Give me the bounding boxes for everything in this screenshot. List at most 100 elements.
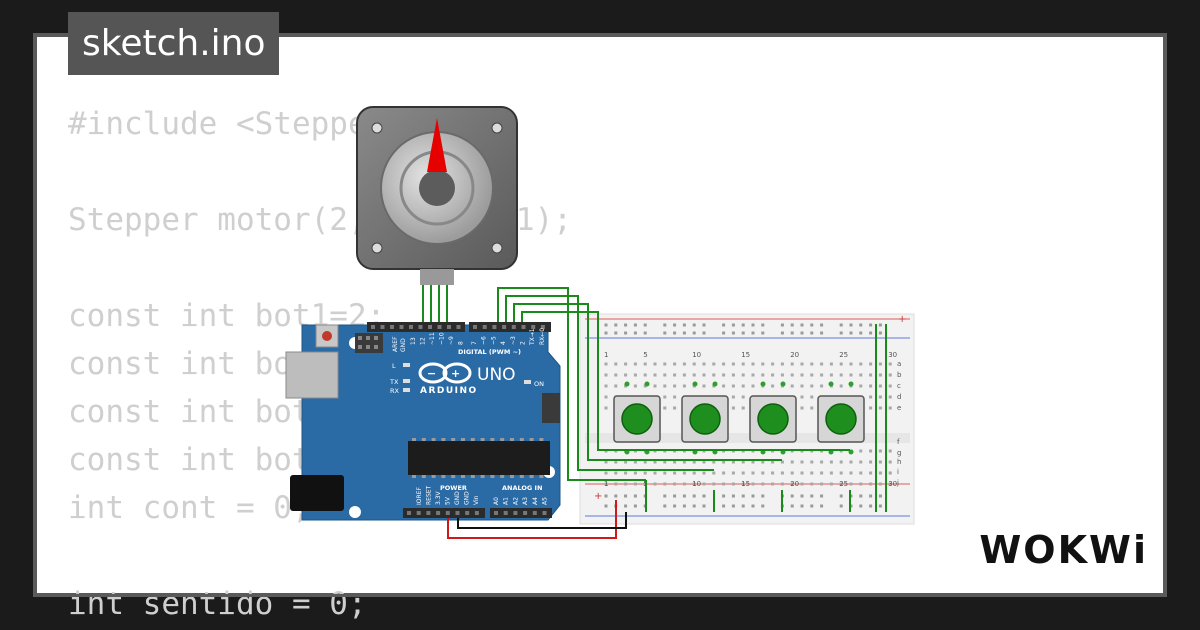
- rail-hole: [731, 331, 735, 335]
- header-pin: [416, 511, 421, 515]
- header-pin: [399, 325, 404, 329]
- chip-legs: [412, 438, 544, 478]
- motor-connector: [420, 269, 454, 285]
- chip-leg: [519, 438, 524, 441]
- header-pin: [540, 325, 545, 329]
- header-pin: [531, 325, 536, 329]
- svg-text:+: +: [451, 367, 460, 380]
- breadboard-hole: [790, 471, 794, 475]
- breadboard-hole: [702, 482, 706, 486]
- breadboard-hole: [624, 362, 628, 366]
- rail-hole: [624, 323, 628, 327]
- breadboard-hole: [731, 460, 735, 464]
- breadboard-hole: [869, 384, 873, 388]
- breadboard-hole: [624, 482, 628, 486]
- breadboard-hole: [604, 460, 608, 464]
- rail-hole: [839, 494, 843, 498]
- breadboard-hole: [878, 384, 882, 388]
- motor-screw: [491, 122, 503, 134]
- rail-hole: [820, 323, 824, 327]
- rail-hole: [751, 331, 755, 335]
- header-pin: [482, 325, 487, 329]
- rail-hole: [692, 494, 696, 498]
- rail-hole: [859, 504, 863, 508]
- breadboard-hole: [771, 384, 775, 388]
- header-pin: [447, 325, 451, 329]
- header-pin: [492, 325, 497, 329]
- rail-hole: [633, 323, 637, 327]
- breadboard-hole: [869, 482, 873, 486]
- rail-hole: [741, 331, 745, 335]
- header-pin: [409, 325, 413, 329]
- rail-hole: [614, 494, 618, 498]
- rail-hole: [614, 331, 618, 335]
- button-cap[interactable]: [621, 403, 653, 435]
- pin-label: 12: [420, 337, 427, 345]
- rail-hole: [859, 494, 863, 498]
- button-cap[interactable]: [689, 403, 721, 435]
- chip-leg: [470, 438, 475, 441]
- header-pin: [407, 511, 411, 515]
- pin-label: A4: [532, 497, 539, 505]
- rail-hole: [790, 494, 794, 498]
- pin-label: GND: [454, 491, 461, 505]
- rail-hole: [702, 331, 706, 335]
- pin-label: GND: [400, 338, 407, 352]
- breadboard-hole: [604, 471, 608, 475]
- file-tab[interactable]: sketch.ino: [68, 12, 280, 75]
- column-number: 30: [888, 351, 897, 359]
- rail-hole: [800, 331, 804, 335]
- breadboard-hole: [722, 460, 726, 464]
- breadboard-hole: [761, 471, 765, 475]
- breadboard-hole: [800, 384, 804, 388]
- breadboard-hole: [790, 362, 794, 366]
- header-pin: [474, 511, 479, 515]
- pin-label: ~11: [429, 332, 436, 345]
- breadboard-hole: [859, 482, 863, 486]
- breadboard-hole: [643, 384, 647, 388]
- breadboard-hole: [888, 482, 892, 486]
- rail-hole: [761, 331, 765, 335]
- rail-hole: [810, 323, 814, 327]
- rail-hole: [614, 323, 618, 327]
- rail-hole: [751, 323, 755, 327]
- breadboard-hole: [692, 460, 696, 464]
- reset-button-cap[interactable]: [322, 331, 332, 341]
- pin-label: A0: [493, 497, 500, 505]
- pin-label: 3.3V: [435, 490, 442, 505]
- pushbutton[interactable]: [681, 381, 729, 455]
- breadboard-hole: [790, 460, 794, 464]
- rail-hole: [741, 323, 745, 327]
- header-pin: [473, 325, 477, 329]
- pin-label: 8: [458, 341, 465, 345]
- pushbutton[interactable]: [817, 381, 865, 455]
- header-pin: [437, 325, 442, 329]
- breadboard-hole: [771, 460, 775, 464]
- breadboard-hole: [604, 406, 608, 410]
- motor-shaft: [419, 170, 455, 206]
- breadboard-hole: [761, 373, 765, 377]
- breadboard-hole: [722, 384, 726, 388]
- rail-hole: [731, 504, 735, 508]
- column-number: 25: [839, 480, 848, 488]
- breadboard-hole: [849, 460, 853, 464]
- pin-label: RX←0: [539, 328, 546, 345]
- pin-label: ~10: [439, 332, 446, 345]
- button-cap[interactable]: [757, 403, 789, 435]
- pushbutton[interactable]: [749, 381, 797, 455]
- motor-screw: [371, 122, 383, 134]
- pushbutton[interactable]: [613, 381, 661, 455]
- breadboard-hole: [673, 460, 677, 464]
- rail-hole: [810, 331, 814, 335]
- rail-hole: [751, 494, 755, 498]
- button-cap[interactable]: [825, 403, 857, 435]
- rail-hole: [673, 504, 677, 508]
- pin-label: 5V: [445, 496, 452, 505]
- breadboard-hole: [643, 373, 647, 377]
- icsp-header-right: [542, 393, 560, 423]
- pin-label: 7: [471, 341, 478, 345]
- rail-hole: [673, 494, 677, 498]
- pin-label: 13: [410, 337, 417, 345]
- motor-screw: [371, 242, 383, 254]
